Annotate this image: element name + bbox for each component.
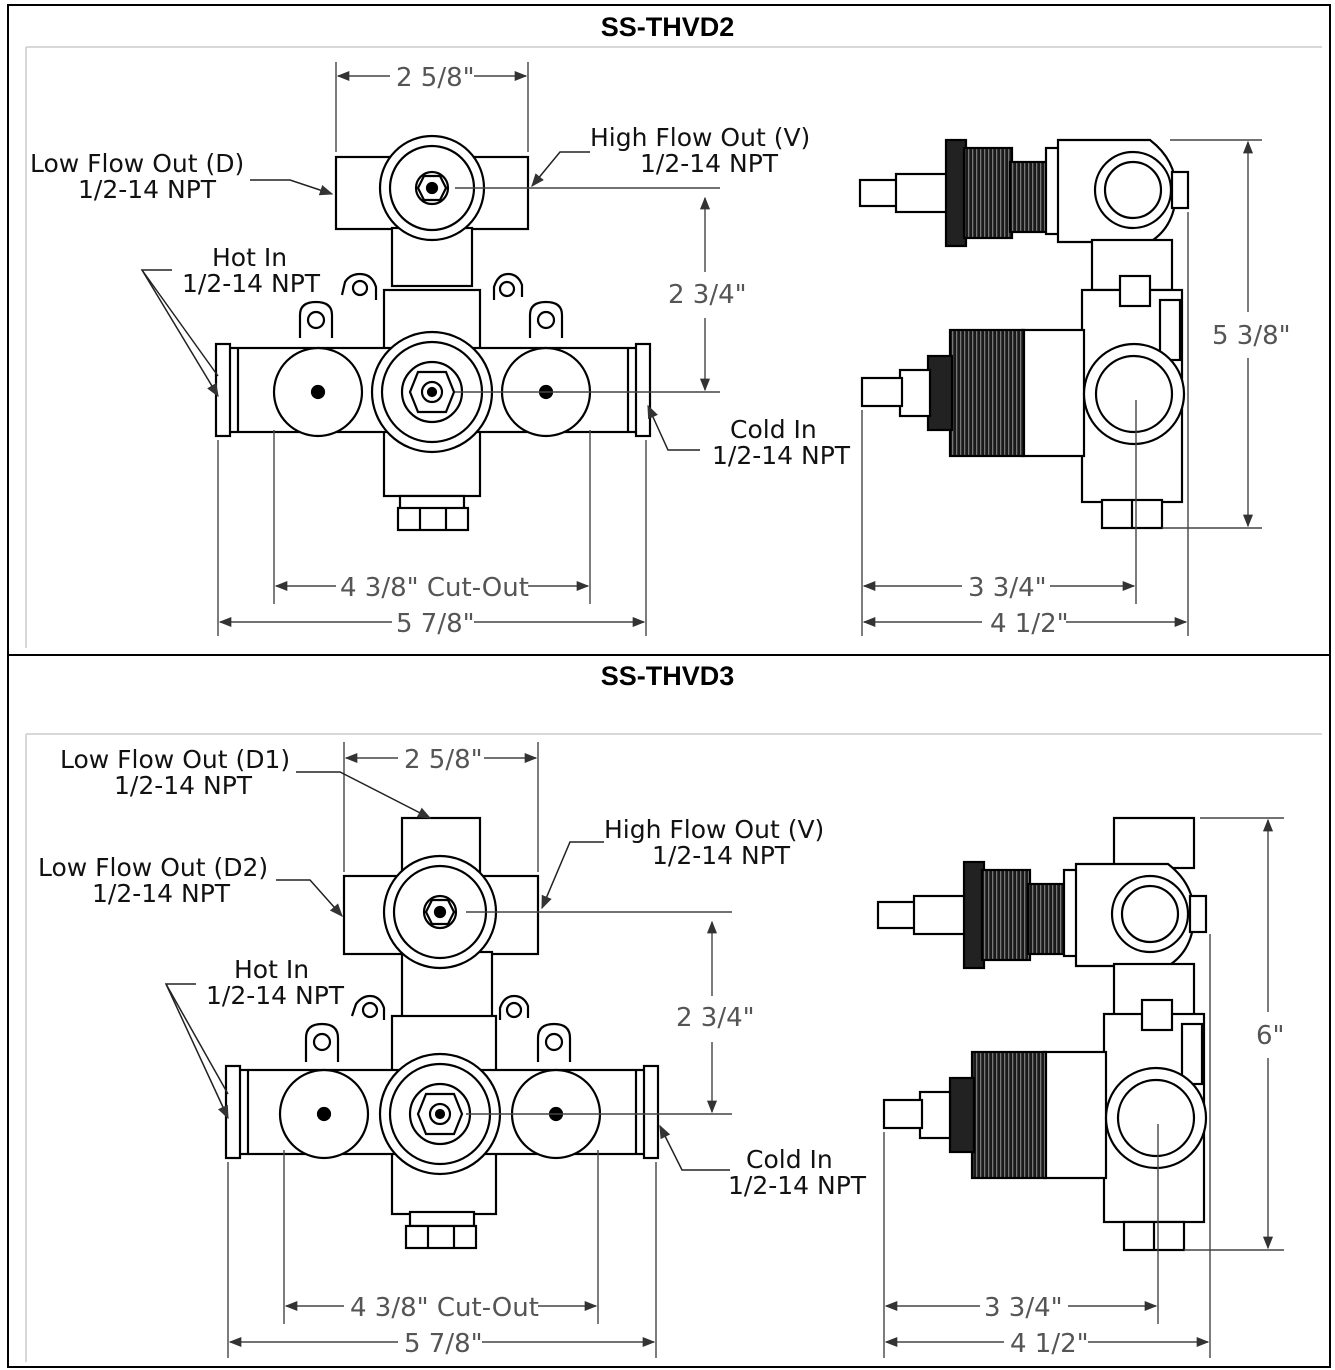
- thvd2-dim-side-depth: 3 3/4": [968, 573, 1047, 603]
- thvd3-hot-in-npt: 1/2-14 NPT: [206, 981, 345, 1010]
- thvd3-cold-in-npt: 1/2-14 NPT: [728, 1171, 867, 1200]
- thvd2-dim-top-width: 2 5/8": [396, 63, 475, 93]
- table-border: [7, 4, 1331, 1368]
- thvd2-cold-in-label: Cold In: [730, 415, 817, 444]
- thvd2-front-view: [214, 134, 652, 532]
- thvd3-dim-center-height: 2 3/4": [676, 1003, 755, 1033]
- thvd2-hot-in-label: Hot In: [212, 243, 287, 272]
- panel-title-thvd2: SS-THVD2: [600, 12, 735, 42]
- thvd2-high-flow-out-label: High Flow Out (V): [590, 123, 810, 152]
- thvd3-dimension-lines: [227, 742, 1284, 1358]
- thvd3-high-flow-out-label: High Flow Out (V): [604, 815, 824, 844]
- thvd2-dim-side-height: 5 3/8": [1212, 321, 1291, 351]
- thvd3-dim-overall-width: 5 7/8": [404, 1329, 483, 1359]
- thvd2-hot-in-npt: 1/2-14 NPT: [182, 269, 321, 298]
- thvd3-low-flow-out-2-label: Low Flow Out (D2): [38, 853, 268, 882]
- thvd3-leader-lines: [164, 771, 730, 1171]
- thvd2-dim-cut-out: 4 3/8" Cut-Out: [340, 573, 529, 603]
- thvd3-dim-side-height: 6": [1256, 1021, 1285, 1051]
- panel-title-thvd3: SS-THVD3: [600, 661, 735, 691]
- thvd3-front-view: [224, 816, 660, 1250]
- thvd2-low-flow-out-npt: 1/2-14 NPT: [78, 175, 217, 204]
- thvd3-dim-side-overall: 4 1/2": [1010, 1329, 1089, 1359]
- thvd3-dim-side-depth: 3 3/4": [984, 1293, 1063, 1323]
- thvd2-dim-center-height: 2 3/4": [668, 280, 747, 310]
- thvd2-dimension-lines: [217, 62, 1262, 636]
- thvd2-dim-overall-width: 5 7/8": [396, 609, 475, 639]
- thvd3-low-flow-out-2-npt: 1/2-14 NPT: [92, 879, 231, 908]
- thvd3-hot-in-label: Hot In: [234, 955, 309, 984]
- thvd2-side-view: [858, 138, 1190, 530]
- thvd3-cold-in-label: Cold In: [746, 1145, 833, 1174]
- thvd2-low-flow-out-label: Low Flow Out (D): [30, 149, 244, 178]
- thvd3-low-flow-out-1-label: Low Flow Out (D1): [60, 745, 290, 774]
- thvd2-dim-side-overall: 4 1/2": [990, 609, 1069, 639]
- thvd2-high-flow-out-npt: 1/2-14 NPT: [640, 149, 779, 178]
- thvd3-low-flow-out-1-npt: 1/2-14 NPT: [114, 771, 253, 800]
- thvd2-leader-lines: [140, 151, 700, 451]
- thvd3-side-view: [876, 816, 1208, 1252]
- thvd3-high-flow-out-npt: 1/2-14 NPT: [652, 841, 791, 870]
- thvd3-dim-top-width: 2 5/8": [404, 745, 483, 775]
- thvd2-cold-in-npt: 1/2-14 NPT: [712, 441, 851, 470]
- thvd3-dim-cut-out: 4 3/8" Cut-Out: [350, 1293, 539, 1323]
